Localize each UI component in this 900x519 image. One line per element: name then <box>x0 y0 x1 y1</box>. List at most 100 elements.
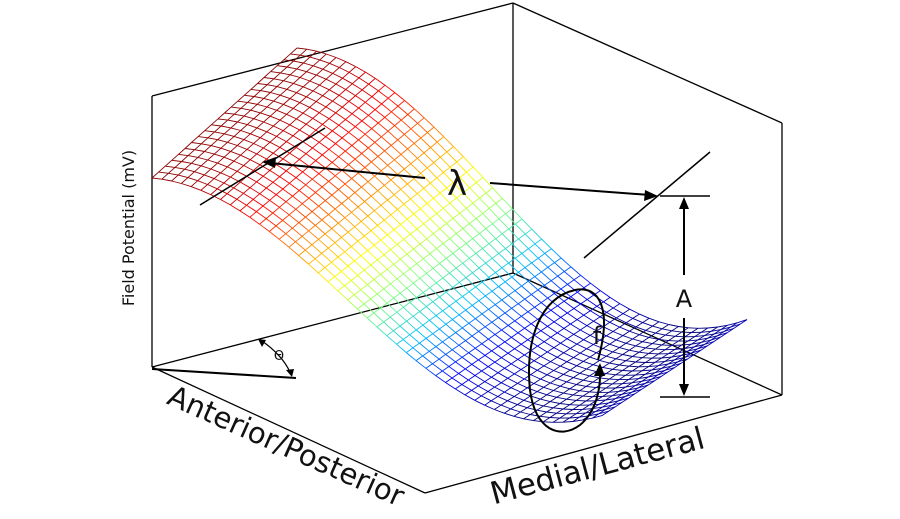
surface-mesh-line <box>422 258 434 269</box>
surface-mesh-line <box>190 186 202 191</box>
surface-mesh-line <box>383 321 394 332</box>
surface-mesh-line <box>381 136 392 146</box>
surface-mesh-line <box>263 71 271 78</box>
surface-mesh-line <box>459 277 467 283</box>
surface-mesh-line <box>665 334 676 337</box>
surface-mesh-line <box>329 89 340 96</box>
surface-mesh-line <box>465 335 473 341</box>
surface-mesh-line <box>629 330 640 336</box>
surface-mesh-line <box>391 111 402 121</box>
surface-mesh-line <box>233 160 244 166</box>
surface-mesh-line <box>246 143 254 150</box>
surface-mesh-line <box>606 312 617 319</box>
surface-mesh-line <box>593 316 601 322</box>
surface-mesh-line <box>566 394 574 400</box>
surface-mesh-line <box>429 282 437 289</box>
surface-mesh-line <box>375 78 386 86</box>
surface-mesh-line <box>540 374 548 380</box>
surface-mesh-line <box>531 289 539 295</box>
surface-mesh-line <box>311 205 319 212</box>
surface-mesh-line <box>573 372 581 378</box>
surface-mesh-line <box>302 197 310 205</box>
surface-mesh-line <box>318 173 329 182</box>
surface-mesh-line <box>303 62 314 67</box>
surface-mesh-line <box>227 119 238 123</box>
surface-mesh-line <box>563 408 573 410</box>
surface-mesh-line <box>537 369 548 376</box>
surface-mesh-line <box>383 249 391 256</box>
surface-mesh-line <box>517 404 528 409</box>
surface-mesh-line <box>697 335 705 341</box>
surface-mesh-line <box>537 365 545 371</box>
surface-mesh-line <box>615 396 626 400</box>
surface-mesh-line <box>632 334 640 340</box>
surface-mesh-line <box>615 374 626 376</box>
surface-mesh-line <box>256 153 267 160</box>
surface-mesh-line <box>550 356 558 362</box>
surface-mesh-line <box>510 363 522 370</box>
surface-mesh-line <box>273 100 284 105</box>
surface-mesh-line <box>549 396 557 402</box>
surface-mesh-line <box>619 364 630 367</box>
surface-mesh-line <box>334 242 346 253</box>
surface-mesh-line <box>684 346 695 349</box>
surface-mesh-line <box>560 338 568 344</box>
surface-mesh-line <box>560 284 568 290</box>
surface-mesh-line <box>282 152 290 160</box>
surface-mesh-line <box>622 382 633 385</box>
surface-mesh-line <box>550 248 562 259</box>
surface-mesh-line <box>599 316 611 323</box>
surface-mesh-line <box>293 107 304 114</box>
surface-mesh-line <box>566 409 574 415</box>
surface-mesh-line <box>570 343 578 349</box>
surface-mesh-line <box>403 273 414 284</box>
surface-mesh-line <box>482 208 490 214</box>
surface-mesh-line <box>373 244 385 256</box>
surface-mesh-line <box>508 290 516 296</box>
surface-mesh-line <box>495 267 503 273</box>
surface-mesh-line <box>282 214 290 221</box>
surface-mesh-line <box>481 343 492 352</box>
surface-mesh-line <box>298 249 306 256</box>
surface-mesh-line <box>413 143 425 154</box>
surface-mesh-line <box>328 208 336 215</box>
surface-mesh-line <box>598 399 606 405</box>
wavelength-arrowhead-left <box>262 157 276 168</box>
surface-mesh-line <box>207 131 215 139</box>
surface-mesh-line <box>668 335 676 341</box>
surface-mesh-line <box>403 238 414 250</box>
surface-mesh-line <box>191 136 199 143</box>
surface-mesh-line <box>465 272 473 278</box>
surface-mesh-line <box>446 187 457 199</box>
surface-mesh-line <box>436 277 444 284</box>
surface-mesh-line <box>576 365 587 370</box>
surface-mesh-line <box>664 359 675 362</box>
surface-mesh-line <box>514 315 522 322</box>
surface-mesh-line <box>645 357 653 363</box>
surface-mesh-line <box>471 390 482 397</box>
surface-mesh-line <box>671 330 682 333</box>
surface-mesh-line <box>579 400 587 406</box>
surface-mesh-line <box>567 279 575 285</box>
surface-mesh-line <box>648 352 659 355</box>
surface-mesh-line <box>432 333 443 343</box>
surface-mesh-line <box>655 360 665 363</box>
surface-mesh-line <box>514 290 526 300</box>
surface-mesh-line <box>674 355 682 361</box>
surface-mesh-line <box>576 314 584 320</box>
surface-mesh-line <box>419 243 431 255</box>
surface-mesh-line <box>368 114 379 124</box>
surface-mesh-line <box>469 218 477 224</box>
surface-mesh-line <box>396 278 408 289</box>
surface-mesh-line <box>621 391 632 395</box>
angle-label: Θ <box>274 349 284 364</box>
surface-mesh-line <box>332 124 340 132</box>
surface-mesh-line <box>325 130 333 137</box>
surface-mesh-line <box>319 84 330 91</box>
surface-mesh-line <box>455 388 466 396</box>
surface-mesh-line <box>318 141 330 150</box>
surface-mesh-line <box>520 339 529 345</box>
surface-mesh-line <box>605 398 616 401</box>
surface-mesh-line <box>491 286 499 292</box>
surface-mesh-line <box>322 95 333 102</box>
